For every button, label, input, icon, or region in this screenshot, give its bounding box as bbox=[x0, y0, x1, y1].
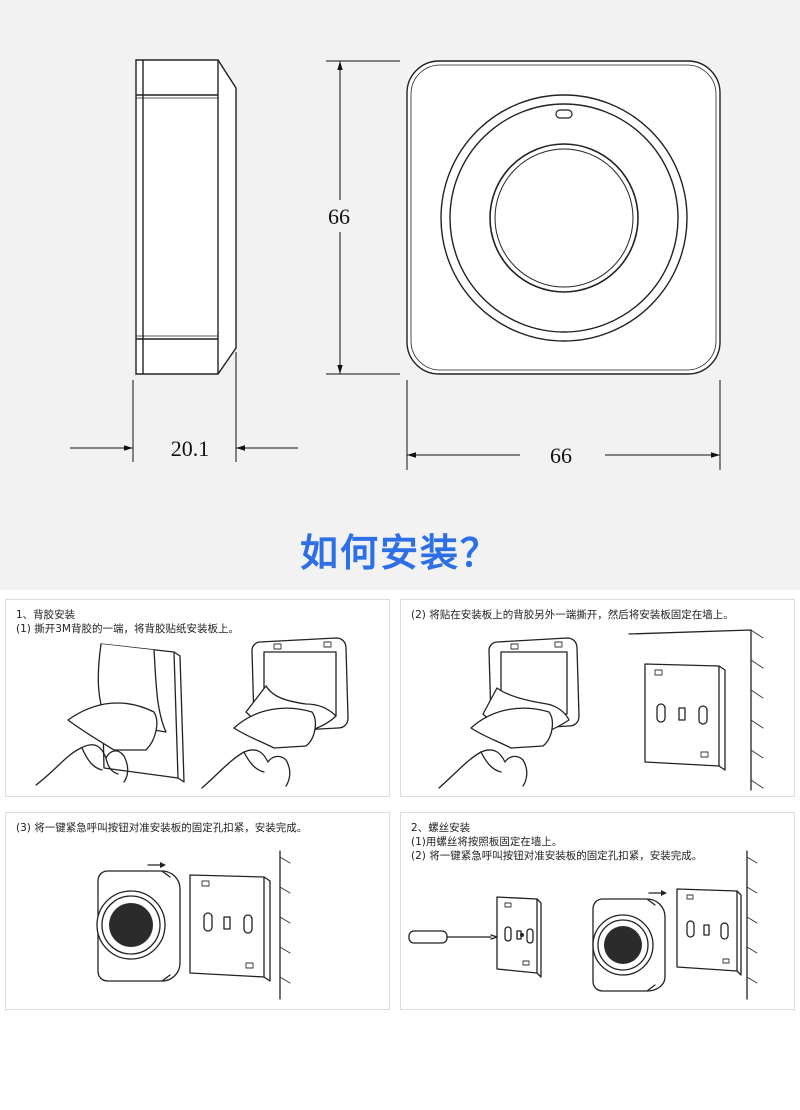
step-text: (3) 将一键紧急呼叫按钮对准安装板的固定孔扣紧，安装完成。 bbox=[16, 821, 307, 835]
step-instruction: (2) 将一键紧急呼叫按钮对准安装板的固定孔扣紧，安装完成。 bbox=[411, 850, 703, 862]
front-view bbox=[406, 60, 721, 375]
step-panel-screw: 2、螺丝安装 (1)用螺丝将按照板固定在墙上。 (2) 将一键紧急呼叫按钮对准安… bbox=[400, 812, 795, 1010]
step-instruction: (1)用螺丝将按照板固定在墙上。 bbox=[411, 836, 563, 848]
depth-value: 20.1 bbox=[171, 436, 210, 461]
step-text: 2、螺丝安装 (1)用螺丝将按照板固定在墙上。 (2) 将一键紧急呼叫按钮对准安… bbox=[411, 821, 702, 863]
step-heading: 1、背胶安装 bbox=[16, 609, 76, 621]
step-instruction: (3) 将一键紧急呼叫按钮对准安装板的固定孔扣紧，安装完成。 bbox=[16, 822, 308, 834]
side-view bbox=[135, 59, 237, 375]
step-text: 1、背胶安装 (1) 撕开3M背胶的一端，将背胶贴纸安装板上。 bbox=[16, 608, 239, 636]
step-text: (2) 将贴在安装板上的背胶另外一端撕开，然后将安装板固定在墙上。 bbox=[411, 608, 734, 622]
step-panel-adhesive-3: (3) 将一键紧急呼叫按钮对准安装板的固定孔扣紧，安装完成。 bbox=[5, 812, 390, 1010]
attach-button-illustration bbox=[96, 850, 291, 1000]
width-dimension bbox=[406, 380, 721, 470]
width-value: 66 bbox=[550, 443, 572, 468]
height-dimension bbox=[326, 60, 400, 375]
screw-mount-illustration bbox=[408, 850, 758, 1000]
dimension-drawing: 20.1 66 66 bbox=[70, 59, 721, 470]
step-panel-adhesive-2: (2) 将贴在安装板上的背胶另外一端撕开，然后将安装板固定在墙上。 bbox=[400, 599, 795, 797]
step-heading: 2、螺丝安装 bbox=[411, 822, 471, 834]
mount-plate-illustration bbox=[438, 629, 764, 791]
peel-adhesive-illustration bbox=[35, 637, 349, 789]
step-instruction: (1) 撕开3M背胶的一端，将背胶贴纸安装板上。 bbox=[16, 623, 239, 635]
step-instruction: (2) 将贴在安装板上的背胶另外一端撕开，然后将安装板固定在墙上。 bbox=[411, 609, 734, 621]
height-value: 66 bbox=[328, 204, 350, 229]
technical-drawing: 20.1 66 66 bbox=[0, 0, 800, 590]
depth-dimension bbox=[70, 352, 298, 462]
step-panel-adhesive-1: 1、背胶安装 (1) 撕开3M背胶的一端，将背胶贴纸安装板上。 bbox=[5, 599, 390, 797]
install-heading: 如何安装？ bbox=[299, 531, 500, 575]
